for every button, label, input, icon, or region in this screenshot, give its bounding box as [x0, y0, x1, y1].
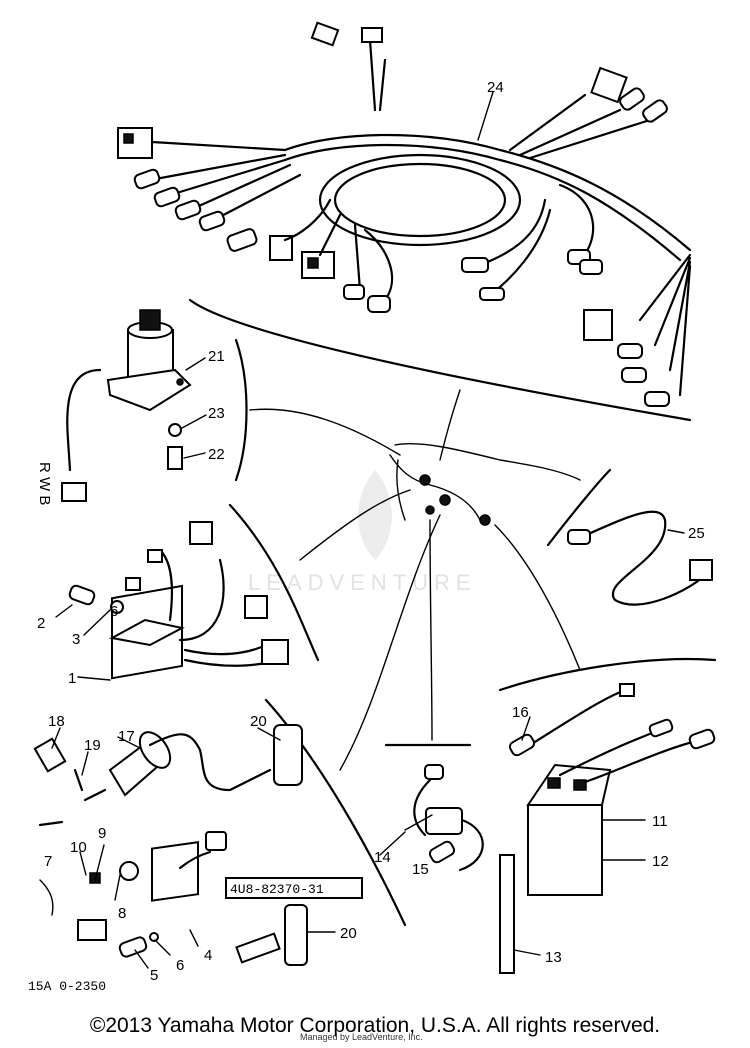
- watermark-text: LEADVENTURE: [248, 570, 477, 595]
- callout-13: 13: [545, 949, 562, 966]
- lead-group-bracket: [546, 468, 612, 547]
- main-switch: R W B: [36, 309, 192, 505]
- lead-wire: [567, 510, 713, 606]
- callout-1: 1: [68, 670, 76, 687]
- callout-3: 3: [72, 631, 80, 648]
- callouts: 24 21 23 22 25 2 3 6 1 18 19 17 20 16 11…: [28, 79, 705, 994]
- callout-4: 4: [204, 947, 212, 964]
- spark-plug-cap: [225, 877, 363, 966]
- callout-23: 23: [208, 405, 225, 422]
- callout-10: 10: [70, 839, 87, 856]
- callout-7: 7: [44, 853, 52, 870]
- callout-8: 8: [118, 905, 126, 922]
- rectifier-group: [39, 831, 227, 958]
- svg-text:R W B: R W B: [36, 462, 53, 505]
- wire-harness: [117, 21, 692, 407]
- cdi-group-bracket: [228, 503, 320, 662]
- callout-14: 14: [374, 849, 391, 866]
- watermark: LEADVENTURE: [248, 470, 477, 595]
- credit-line: Managed by LeadVenture, Inc.: [300, 1032, 423, 1042]
- callout-20-lower: 20: [340, 925, 357, 942]
- callout-5: 5: [150, 967, 158, 984]
- harness-group-bracket: [188, 298, 692, 422]
- frame-silhouette: [249, 389, 581, 771]
- callout-6-bottom: 6: [176, 957, 184, 974]
- callout-25: 25: [688, 525, 705, 542]
- callout-21: 21: [208, 348, 225, 365]
- callout-24: 24: [487, 79, 504, 96]
- callout-12: 12: [652, 853, 669, 870]
- cdi-unit: [68, 521, 289, 680]
- callout-19: 19: [84, 737, 101, 754]
- callout-9: 9: [98, 825, 106, 842]
- callout-16: 16: [512, 704, 529, 721]
- ignition-coil: [33, 724, 303, 827]
- battery: [499, 683, 716, 974]
- callout-6-top: 6: [110, 603, 118, 620]
- callout-22: 22: [208, 446, 225, 463]
- callout-20-upper: 20: [250, 713, 267, 730]
- part-number-box-text: 4U8-82370-31: [230, 882, 324, 897]
- regulator: [404, 764, 484, 872]
- battery-group-bracket: [498, 657, 717, 692]
- callout-18: 18: [48, 713, 65, 730]
- copyright-notice: ©2013 Yamaha Motor Corporation, U.S.A. A…: [89, 1014, 661, 1037]
- callout-17: 17: [118, 728, 135, 745]
- callout-2: 2: [37, 615, 45, 632]
- switch-group-bracket: [234, 338, 248, 482]
- callout-15: 15: [412, 861, 429, 878]
- callout-11: 11: [652, 813, 668, 830]
- reference-code: 15A 0-2350: [28, 979, 106, 994]
- leader-lines: [51, 357, 685, 969]
